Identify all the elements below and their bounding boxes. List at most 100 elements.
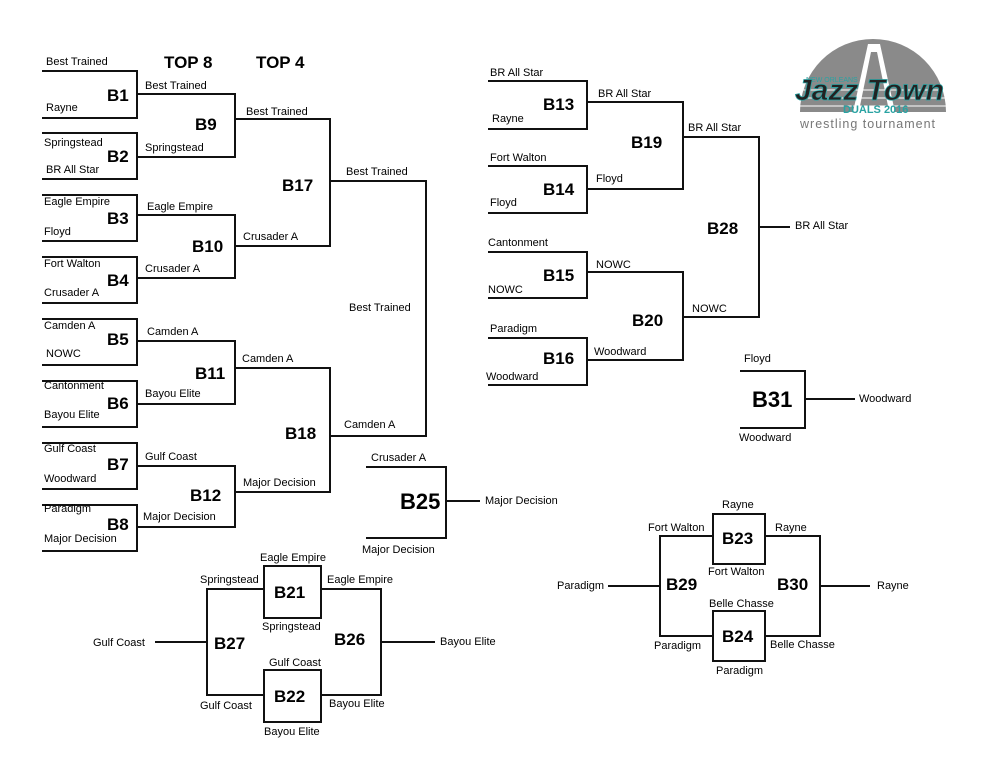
team-name: Fort Walton	[44, 258, 100, 270]
box-b2: B2	[107, 147, 129, 166]
team-name: Gulf Coast	[145, 451, 197, 463]
box-b7: B7	[107, 455, 129, 474]
box-b18: B18	[285, 424, 316, 443]
winner-name: Bayou Elite	[440, 636, 496, 648]
team-name: Paradigm	[716, 665, 763, 677]
box-b16: B16	[543, 349, 574, 368]
box-b20: B20	[632, 311, 663, 330]
team-name: Floyd	[44, 226, 71, 238]
team-name: Major Decision	[243, 477, 316, 489]
team-name: Bayou Elite	[44, 409, 100, 421]
team-name: Springstead	[145, 142, 204, 154]
winner-name: Woodward	[859, 393, 911, 405]
box-b1: B1	[107, 86, 129, 105]
team-name: Gulf Coast	[44, 443, 96, 455]
team-name: Camden A	[147, 326, 199, 338]
team-name: Springstead	[200, 574, 259, 586]
team-name: Belle Chasse	[770, 639, 835, 651]
header-top4: TOP 4	[256, 53, 305, 72]
team-name: Gulf Coast	[200, 700, 252, 712]
team-name: Cantonment	[488, 237, 548, 249]
winner-name: Major Decision	[485, 495, 558, 507]
team-name: Eagle Empire	[260, 552, 326, 564]
team-name: Paradigm	[490, 323, 537, 335]
box-b3: B3	[107, 209, 129, 228]
winner-name: Gulf Coast	[93, 637, 145, 649]
team-name: Bayou Elite	[264, 726, 320, 738]
box-b30: B30	[777, 575, 808, 594]
box-b8: B8	[107, 515, 129, 534]
box-b24: B24	[722, 627, 754, 646]
logo-title: Jazz Town	[795, 74, 944, 107]
team-name: BR All Star	[46, 164, 100, 176]
team-name: Floyd	[596, 173, 623, 185]
team-name: Floyd	[744, 353, 771, 365]
box-b25: B25	[400, 489, 440, 514]
team-name: Fort Walton	[490, 152, 546, 164]
team-name: Camden A	[344, 419, 396, 431]
team-name: Woodward	[44, 473, 96, 485]
team-name: Springstead	[44, 137, 103, 149]
team-name: Gulf Coast	[269, 657, 321, 669]
team-name: NOWC	[596, 259, 631, 271]
box-b10: B10	[192, 237, 223, 256]
jazz-town-logo: NEW ORLEANS Jazz Town DUALS 2016 wrestli…	[795, 39, 946, 131]
logo-tiny-text: NEW ORLEANS	[806, 77, 858, 84]
box-b19: B19	[631, 133, 662, 152]
team-name: Springstead	[262, 621, 321, 633]
team-name: Best Trained	[346, 166, 408, 178]
team-name: BR All Star	[598, 88, 652, 100]
team-name: Rayne	[492, 113, 524, 125]
team-name: Major Decision	[362, 544, 435, 556]
bracket-lines	[42, 70, 870, 723]
box-b9: B9	[195, 115, 217, 134]
team-name: Crusader A	[44, 287, 100, 299]
box-b5: B5	[107, 330, 129, 349]
box-b29: B29	[666, 575, 697, 594]
team-name: Belle Chasse	[709, 598, 774, 610]
team-name: Woodward	[594, 346, 646, 358]
team-name: Fort Walton	[708, 566, 764, 578]
team-names: Best Trained Rayne Springstead BR All St…	[44, 56, 911, 738]
team-name: Rayne	[46, 102, 78, 114]
box-b17: B17	[282, 176, 313, 195]
box-b28: B28	[707, 219, 738, 238]
team-name: Best Trained	[246, 106, 308, 118]
logo-subtitle: DUALS 2016	[843, 104, 908, 116]
team-name: Crusader A	[371, 452, 427, 464]
team-name: Bayou Elite	[329, 698, 385, 710]
team-name: Camden A	[44, 320, 96, 332]
team-name: Paradigm	[654, 640, 701, 652]
team-name: Paradigm	[44, 503, 91, 515]
team-name: Major Decision	[143, 511, 216, 523]
team-name: Best Trained	[46, 56, 108, 68]
box-b21: B21	[274, 583, 305, 602]
team-name: Floyd	[490, 197, 517, 209]
box-b6: B6	[107, 394, 129, 413]
team-name: Eagle Empire	[44, 196, 110, 208]
team-name: Best Trained	[145, 80, 207, 92]
box-b26: B26	[334, 630, 365, 649]
team-name: Cantonment	[44, 380, 104, 392]
box-b4: B4	[107, 271, 129, 290]
box-b11: B11	[195, 364, 225, 383]
team-name: Rayne	[775, 522, 807, 534]
team-name: Crusader A	[145, 263, 201, 275]
team-name: Woodward	[486, 371, 538, 383]
box-b27: B27	[214, 634, 245, 653]
header-top8: TOP 8	[164, 53, 213, 72]
box-labels: B1 B2 B3 B4 B5 B6 B7 B8 B9 B10 B11 B12 B…	[107, 86, 808, 706]
winner-name: Rayne	[877, 580, 909, 592]
box-b14: B14	[543, 180, 575, 199]
team-name: Rayne	[722, 499, 754, 511]
box-b22: B22	[274, 687, 305, 706]
team-name: Bayou Elite	[145, 388, 201, 400]
team-name: Major Decision	[44, 533, 117, 545]
team-name: NOWC	[488, 284, 523, 296]
team-name: NOWC	[692, 303, 727, 315]
team-name: BR All Star	[688, 122, 742, 134]
team-name: Woodward	[739, 432, 791, 444]
winner-name: Paradigm	[557, 580, 604, 592]
box-b12: B12	[190, 486, 221, 505]
